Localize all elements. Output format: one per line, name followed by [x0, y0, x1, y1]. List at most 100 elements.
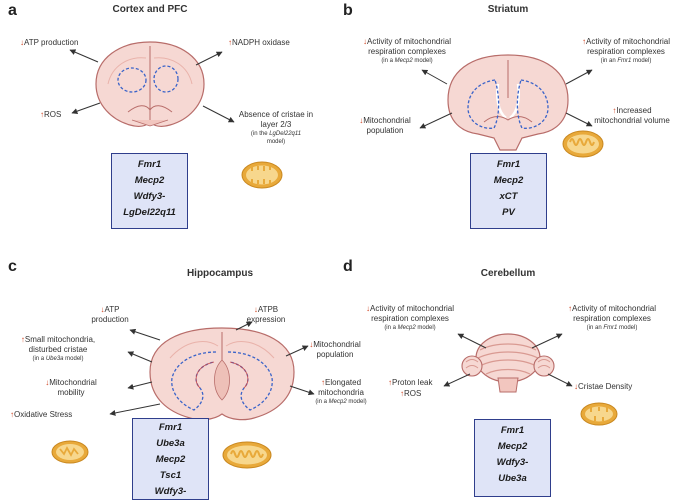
arrow-left-activity — [457, 333, 487, 349]
gene-item: Ube3a — [156, 438, 185, 449]
up-arrow-icon: ↑ — [320, 378, 325, 387]
label-cristae-absence: Absence of cristae in layer 2/3 (in the … — [238, 110, 314, 145]
gene-item: PV — [502, 207, 515, 218]
gene-item: Fmr1 — [496, 159, 521, 170]
up-arrow-icon: ↑ — [612, 106, 617, 115]
panel-letter-d: d — [343, 258, 353, 275]
arrow-proton-leak — [443, 373, 471, 387]
label-activity-increase: ↑Activity of mitochondrial respiration c… — [567, 304, 657, 331]
label-elongated-mitochondria: ↑Elongated mitochondria (in a Mecp2 mode… — [315, 378, 367, 405]
up-arrow-icon: ↑ — [228, 38, 232, 47]
arrow-right-activity — [531, 333, 563, 349]
panel-letter-c: c — [8, 258, 17, 275]
arrow-cristae — [202, 105, 235, 123]
gene-list-box: Fmr1 Mecp2 xCT PV — [470, 153, 547, 229]
up-arrow-icon: ↑ — [581, 37, 586, 46]
arrow-nadph — [195, 51, 223, 66]
label-atpb-expression: ↓ATPB expression — [246, 305, 286, 324]
up-arrow-icon: ↑ — [388, 378, 392, 387]
label-small-mitochondria: ↑Small mitochondria, disturbed cristae (… — [20, 335, 96, 362]
arrow-right-activity — [565, 69, 593, 85]
up-arrow-icon: ↑ — [400, 389, 404, 398]
mitochondrion-icon — [580, 402, 618, 426]
arrow-atpb — [235, 321, 253, 331]
panel-title: Cerebellum — [480, 268, 536, 279]
mitochondrion-icon — [562, 130, 604, 158]
gene-list-box: Fmr1 Ube3a Mecp2 Tsc1 Wdfy3- — [132, 418, 209, 500]
down-arrow-icon: ↓ — [253, 305, 258, 314]
down-arrow-icon: ↓ — [359, 116, 364, 125]
label-cristae-density: ↓Cristae Density — [574, 382, 633, 391]
panel-title: Striatum — [487, 4, 529, 15]
gene-list-box: Fmr1 Mecp2 Wdfy3- Ube3a — [474, 419, 551, 497]
cortex-brain-illustration — [95, 41, 205, 128]
elongated-mitochondrion-icon — [222, 441, 272, 469]
hippocampus-brain-illustration — [149, 327, 295, 421]
gene-item: Mecp2 — [155, 454, 186, 465]
gene-item: Fmr1 — [158, 422, 183, 433]
label-nadph-oxidase: ↑NADPH oxidase — [228, 38, 290, 47]
arrow-cristae — [547, 373, 573, 387]
gene-item: Wdfy3- — [154, 486, 187, 497]
region-outline-left — [467, 79, 500, 129]
down-arrow-icon: ↓ — [20, 38, 24, 47]
panel-title: Hippocampus — [186, 268, 254, 279]
arrow-mobility — [127, 381, 153, 390]
gene-item: Mecp2 — [134, 175, 165, 186]
down-arrow-icon: ↓ — [100, 305, 105, 314]
arrow-volume — [565, 112, 593, 127]
up-arrow-icon: ↑ — [20, 335, 25, 344]
gene-item: Fmr1 — [137, 159, 162, 170]
gene-list-box: Fmr1 Mecp2 Wdfy3- LgDel22q11 — [111, 153, 188, 229]
arrow-small-mito — [127, 351, 153, 363]
label-activity-increase: ↑Activity of mitochondrial respiration c… — [581, 37, 671, 64]
arrow-ros — [71, 102, 101, 115]
down-arrow-icon: ↓ — [362, 37, 367, 46]
gene-item: Mecp2 — [493, 175, 524, 186]
label-mito-mobility: ↓Mitochondrial mobility — [45, 378, 97, 397]
up-arrow-icon: ↑ — [10, 410, 14, 419]
label-mito-volume: ↑Increased mitochondrial volume — [594, 106, 670, 125]
label-atp-production: ↓ATP production — [91, 305, 129, 324]
region-outline-right — [516, 79, 549, 129]
gene-item: Mecp2 — [497, 441, 528, 452]
gene-item: Wdfy3- — [496, 457, 529, 468]
label-activity-decrease: ↓Activity of mitochondrial respiration c… — [365, 304, 455, 331]
panel-title: Cortex and PFC — [112, 4, 188, 15]
up-arrow-icon: ↑ — [40, 110, 44, 119]
region-outline-right — [153, 65, 179, 93]
arrow-stress — [109, 403, 161, 416]
arrow-left-activity — [421, 69, 448, 85]
arrow-elongated — [289, 385, 315, 396]
label-ros: ↑ROS — [400, 389, 422, 398]
gene-item: xCT — [499, 191, 518, 202]
gene-item: Wdfy3- — [133, 191, 166, 202]
down-arrow-icon: ↓ — [45, 378, 50, 387]
down-arrow-icon: ↓ — [574, 382, 578, 391]
arrow-atp — [129, 328, 161, 341]
down-arrow-icon: ↓ — [365, 304, 370, 313]
panel-letter-b: b — [343, 2, 353, 19]
label-oxidative-stress: ↑Oxidative Stress — [10, 410, 73, 419]
panel-letter-a: a — [8, 2, 17, 19]
arrow-population — [419, 112, 453, 129]
label-ros: ↑ROS — [40, 110, 62, 119]
small-mitochondrion-icon — [51, 440, 89, 464]
up-arrow-icon: ↑ — [567, 304, 572, 313]
label-activity-decrease: ↓Activity of mitochondrial respiration c… — [362, 37, 452, 64]
label-proton-leak: ↑Proton leak — [388, 378, 433, 387]
gene-item: Ube3a — [498, 473, 527, 484]
striatum-brain-illustration — [447, 54, 569, 151]
region-outline-left — [117, 67, 147, 93]
arrow-atp — [69, 49, 99, 63]
gene-item: Tsc1 — [159, 470, 182, 481]
down-arrow-icon: ↓ — [309, 340, 314, 349]
arrow-population — [285, 345, 309, 357]
gene-item: Fmr1 — [500, 425, 525, 436]
cerebellum-illustration — [461, 333, 555, 393]
label-atp-production: ↓ATP production — [20, 38, 79, 47]
label-mito-population: ↓Mitochondrial population — [359, 116, 411, 135]
mitochondrion-icon — [241, 161, 283, 189]
label-mito-population: ↓Mitochondrial population — [309, 340, 361, 359]
